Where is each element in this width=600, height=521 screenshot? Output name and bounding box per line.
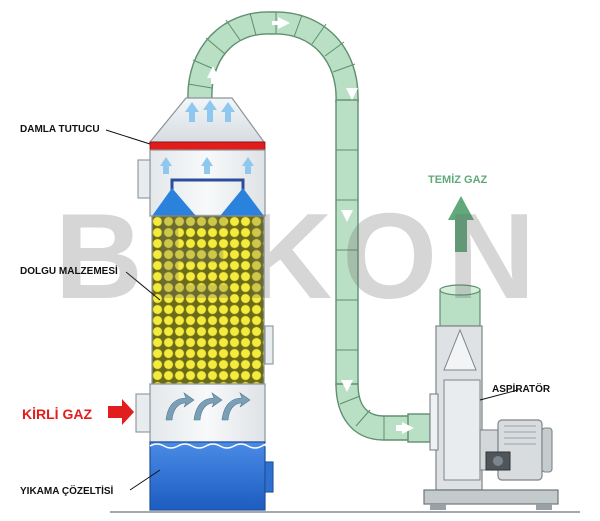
motor-terminal <box>493 456 503 466</box>
fan-base-foot-right <box>536 504 552 510</box>
sump-nozzle <box>264 461 274 493</box>
liquid-surface <box>149 443 268 449</box>
liquid-sump <box>149 441 266 511</box>
side-nozzle-upper <box>137 159 151 199</box>
spray-header <box>170 178 245 190</box>
duct-segments <box>187 12 385 440</box>
flow-arrow-icon <box>272 17 290 29</box>
packing-bed <box>151 215 265 385</box>
flow-arrow-icon <box>341 210 353 222</box>
fan-casing-front <box>443 379 481 481</box>
dirty-gas-arrow-icon <box>108 399 134 425</box>
spray-cone-left <box>152 188 196 216</box>
duct-flow-arrows <box>207 17 414 434</box>
fan-outlet-rim <box>439 284 481 296</box>
up-arrow-icon <box>160 157 172 174</box>
scrubber-tower <box>135 97 274 511</box>
up-arrow-icon <box>242 157 254 174</box>
motor-end-cap <box>541 427 553 473</box>
inlet-flow-arrows <box>165 392 251 421</box>
fan-housing-triangle <box>443 328 477 371</box>
motor-body <box>497 419 543 481</box>
label-clean-gas: TEMİZ GAZ <box>428 173 488 186</box>
up-arrow-icon <box>185 102 199 122</box>
fan-outlet-stack <box>439 289 481 327</box>
curved-arrow-icon <box>221 392 251 421</box>
flow-arrow-icon <box>396 422 414 434</box>
label-exhaust-fan: ASPİRATÖR <box>492 382 551 395</box>
curved-arrow-icon <box>193 392 223 421</box>
fan-base <box>423 489 559 505</box>
droplet-catcher-band <box>149 141 266 151</box>
fan-base-foot-left <box>430 504 446 510</box>
curved-arrow-icon <box>165 392 195 421</box>
up-arrow-icon <box>201 157 213 174</box>
side-nozzle-right <box>264 325 274 365</box>
up-arrow-icon <box>221 102 235 122</box>
fan-inlet-flange <box>429 393 439 451</box>
duct-arch <box>187 11 359 103</box>
gas-inlet-flange <box>135 393 151 433</box>
label-dirty-gas: KİRLİ GAZ <box>22 406 92 422</box>
motor-fins <box>504 425 536 445</box>
rising-gas-arrows <box>160 100 254 174</box>
label-washing-solution: YIKAMA ÇÖZELTİSİ <box>20 484 114 497</box>
label-droplet-catcher: DAMLA TUTUCU <box>20 124 100 135</box>
exhaust-fan <box>423 284 559 510</box>
flow-arrow-icon <box>346 88 358 100</box>
up-arrow-icon <box>203 100 217 122</box>
leader-lines <box>105 129 519 491</box>
clean-gas-arrow-icon <box>448 196 474 252</box>
flow-arrow-icon <box>207 66 219 84</box>
watermark: BEKON <box>55 188 546 324</box>
duct-bend <box>335 383 411 441</box>
label-packing-material: DOLGU MALZEMESİ <box>20 264 118 277</box>
flow-arrow-icon <box>341 380 353 392</box>
spray-cone-right <box>220 188 264 216</box>
